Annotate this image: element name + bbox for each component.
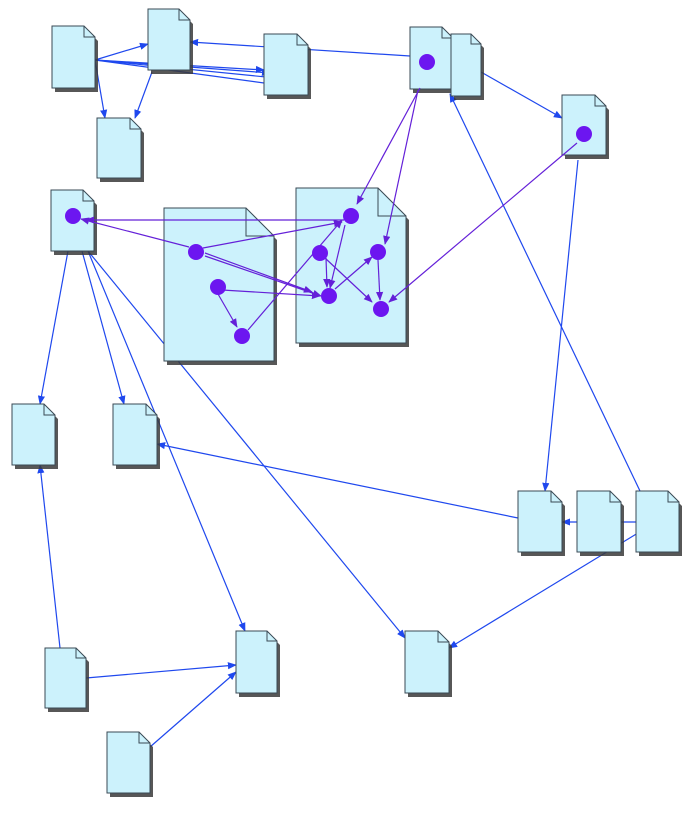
page-link-arrow bbox=[87, 250, 406, 639]
page-link-arrow bbox=[542, 159, 579, 492]
page-document-icon bbox=[106, 731, 153, 797]
page-fold bbox=[667, 491, 679, 503]
page-fold bbox=[75, 648, 86, 659]
page-link-arrow bbox=[37, 250, 69, 405]
page-link-arrow bbox=[85, 662, 237, 679]
anchor-link-arrow bbox=[323, 257, 331, 288]
anchor-link-arrow bbox=[217, 293, 238, 328]
page-body bbox=[11, 403, 56, 466]
page-fold bbox=[43, 404, 55, 416]
page-body bbox=[635, 490, 680, 553]
anchor-node bbox=[370, 244, 386, 260]
anchors bbox=[65, 54, 592, 344]
page-body bbox=[235, 630, 278, 694]
page-link-arrow bbox=[81, 250, 126, 405]
page-fold bbox=[266, 631, 277, 642]
page-fold bbox=[138, 732, 150, 744]
page-link-arrow bbox=[94, 42, 149, 61]
anchor-link-arrow bbox=[204, 255, 322, 297]
anchor-node bbox=[576, 126, 592, 142]
page-fold bbox=[145, 404, 157, 416]
page-document-icon bbox=[576, 490, 624, 556]
anchor-link-arrow bbox=[80, 217, 190, 248]
anchor-node bbox=[312, 245, 328, 261]
anchor-node bbox=[210, 279, 226, 295]
page-document-icon bbox=[450, 33, 484, 100]
page-body bbox=[96, 117, 142, 179]
page-fold bbox=[437, 631, 449, 643]
page-body bbox=[112, 403, 158, 466]
page-fold bbox=[377, 188, 406, 217]
page-link-arrow bbox=[480, 71, 563, 119]
anchor-link-arrow bbox=[375, 259, 384, 301]
page-fold bbox=[178, 9, 190, 21]
anchor-link-arrow bbox=[221, 289, 321, 300]
page-body bbox=[263, 33, 309, 96]
page-fold bbox=[296, 34, 308, 46]
anchor-link-arrow bbox=[324, 257, 373, 303]
page-body bbox=[450, 33, 482, 97]
page-link-arrow bbox=[134, 71, 153, 119]
page-fold bbox=[550, 491, 562, 503]
page-body bbox=[44, 647, 87, 709]
page-document-icon bbox=[147, 8, 193, 74]
page-fold bbox=[441, 27, 453, 39]
anchor-node bbox=[343, 208, 359, 224]
page-document-icon bbox=[96, 117, 144, 182]
anchor-link-arrow bbox=[383, 89, 419, 245]
anchor-node bbox=[321, 288, 337, 304]
page-document-icon bbox=[44, 647, 89, 712]
anchor-node bbox=[234, 328, 250, 344]
page-document-icon bbox=[235, 630, 280, 697]
page-link-arrow bbox=[156, 442, 519, 519]
page-document-icon bbox=[263, 33, 311, 99]
page-body bbox=[51, 25, 96, 89]
page-body bbox=[561, 94, 607, 156]
page-fold bbox=[83, 26, 95, 38]
anchor-links bbox=[80, 87, 578, 331]
anchor-link-arrow bbox=[204, 252, 313, 293]
anchor-node bbox=[419, 54, 435, 70]
anchor-link-arrow bbox=[356, 87, 421, 205]
anchor-link-arrow bbox=[388, 142, 578, 303]
page-fold bbox=[594, 95, 606, 107]
page-link-arrow bbox=[37, 464, 61, 649]
page-fold bbox=[470, 34, 481, 45]
page-body bbox=[106, 731, 151, 794]
page-document-icon bbox=[517, 490, 565, 556]
anchor-node bbox=[188, 244, 204, 260]
anchor-node bbox=[373, 301, 389, 317]
page-document-icon bbox=[112, 403, 160, 469]
anchor-link-arrow bbox=[202, 219, 343, 249]
page-fold bbox=[82, 190, 94, 202]
page-body bbox=[517, 490, 563, 553]
page-link-arrow bbox=[149, 671, 237, 748]
page-document-icon bbox=[11, 403, 58, 469]
page-link-arrow bbox=[87, 250, 246, 632]
page-link-arrow bbox=[449, 93, 641, 492]
anchor-link-arrow bbox=[328, 224, 346, 289]
page-document-icon bbox=[635, 490, 682, 556]
anchor-link-arrow bbox=[247, 219, 343, 331]
page-body bbox=[576, 490, 622, 553]
anchor-node bbox=[65, 208, 81, 224]
page-document-icon bbox=[51, 25, 98, 92]
anchor-link-arrow bbox=[334, 256, 373, 290]
page-document-icon bbox=[404, 630, 452, 697]
page-fold bbox=[609, 491, 621, 503]
page-fold bbox=[129, 118, 141, 130]
page-body bbox=[404, 630, 450, 694]
page-links bbox=[37, 38, 641, 748]
page-body bbox=[147, 8, 191, 71]
